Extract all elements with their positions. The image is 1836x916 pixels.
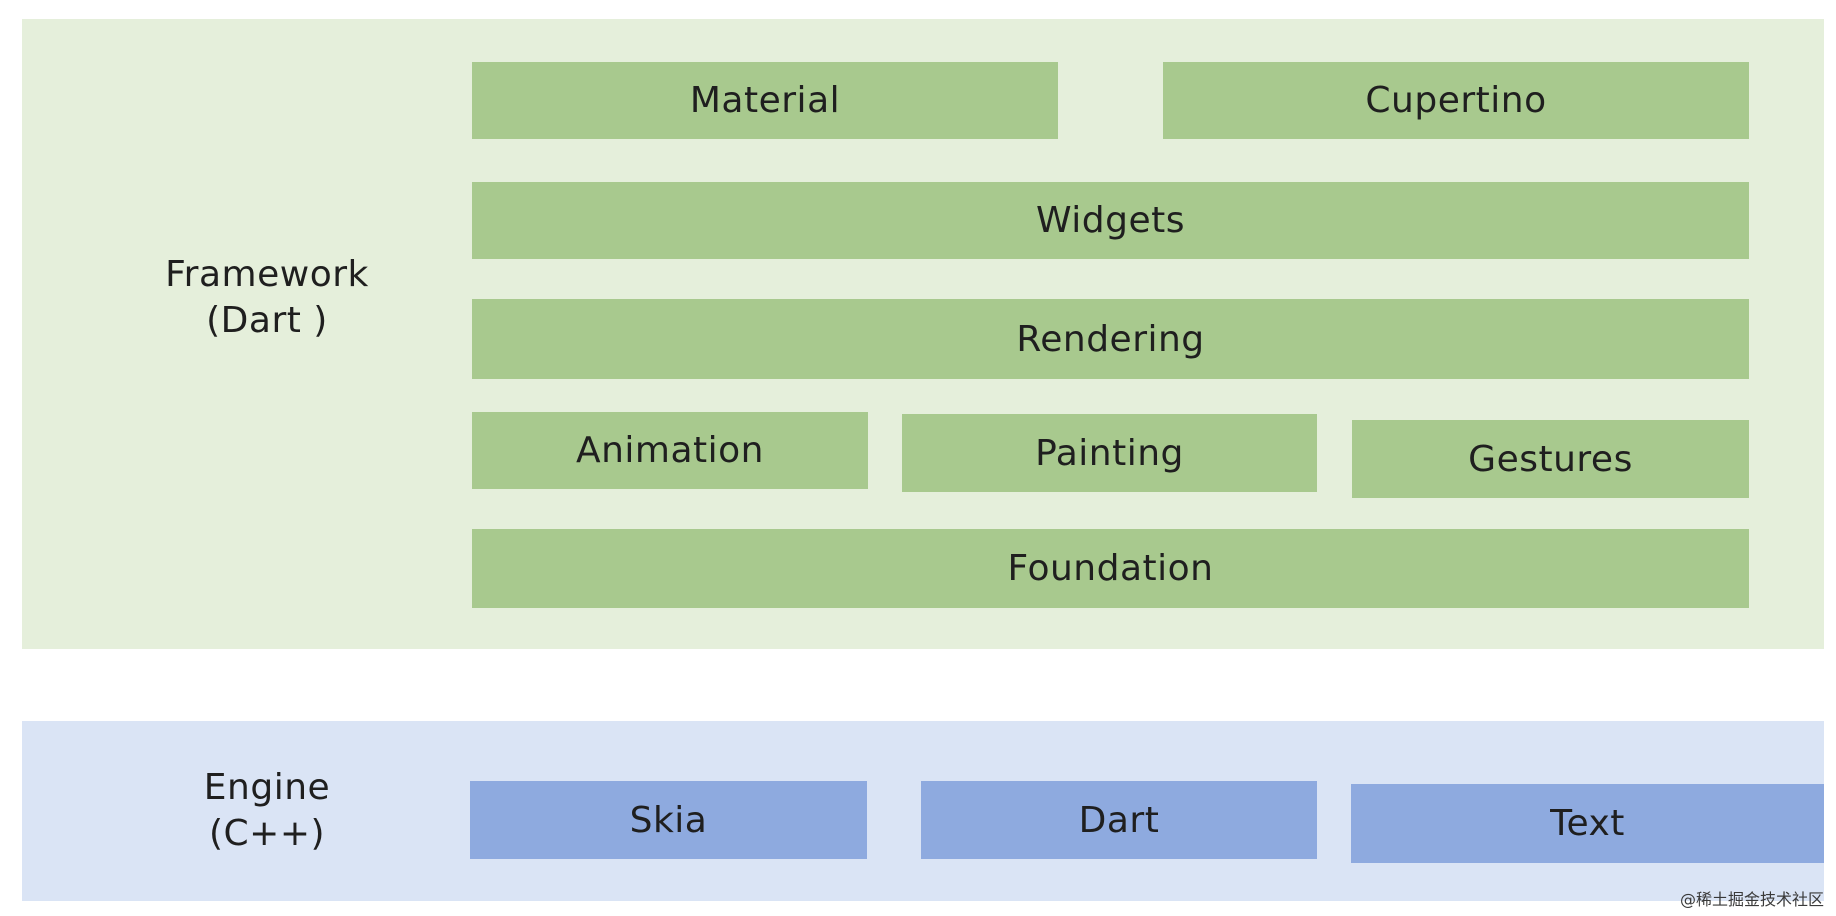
watermark: @稀土掘金技术社区: [1679, 890, 1824, 909]
cupertino-box: Cupertino: [1163, 62, 1749, 139]
dart-box: Dart: [921, 781, 1317, 859]
engine-layer: Engine (C++) Skia Dart Text: [22, 721, 1824, 901]
framework-label-language: (Dart ): [206, 300, 328, 341]
framework-layer: Framework (Dart ) Material Cupertino Wid…: [22, 19, 1824, 649]
framework-layer-label: Framework (Dart ): [132, 252, 402, 344]
engine-label-language: (C++): [208, 813, 326, 854]
gestures-box: Gestures: [1352, 420, 1749, 498]
text-box: Text: [1351, 784, 1824, 863]
animation-box: Animation: [472, 412, 868, 489]
painting-box: Painting: [902, 414, 1317, 492]
engine-label-title: Engine: [203, 767, 331, 808]
widgets-box: Widgets: [472, 182, 1749, 259]
material-box: Material: [472, 62, 1058, 139]
engine-layer-label: Engine (C++): [132, 765, 402, 857]
skia-box: Skia: [470, 781, 867, 859]
foundation-box: Foundation: [472, 529, 1749, 608]
rendering-box: Rendering: [472, 299, 1749, 379]
framework-label-title: Framework: [165, 254, 369, 295]
